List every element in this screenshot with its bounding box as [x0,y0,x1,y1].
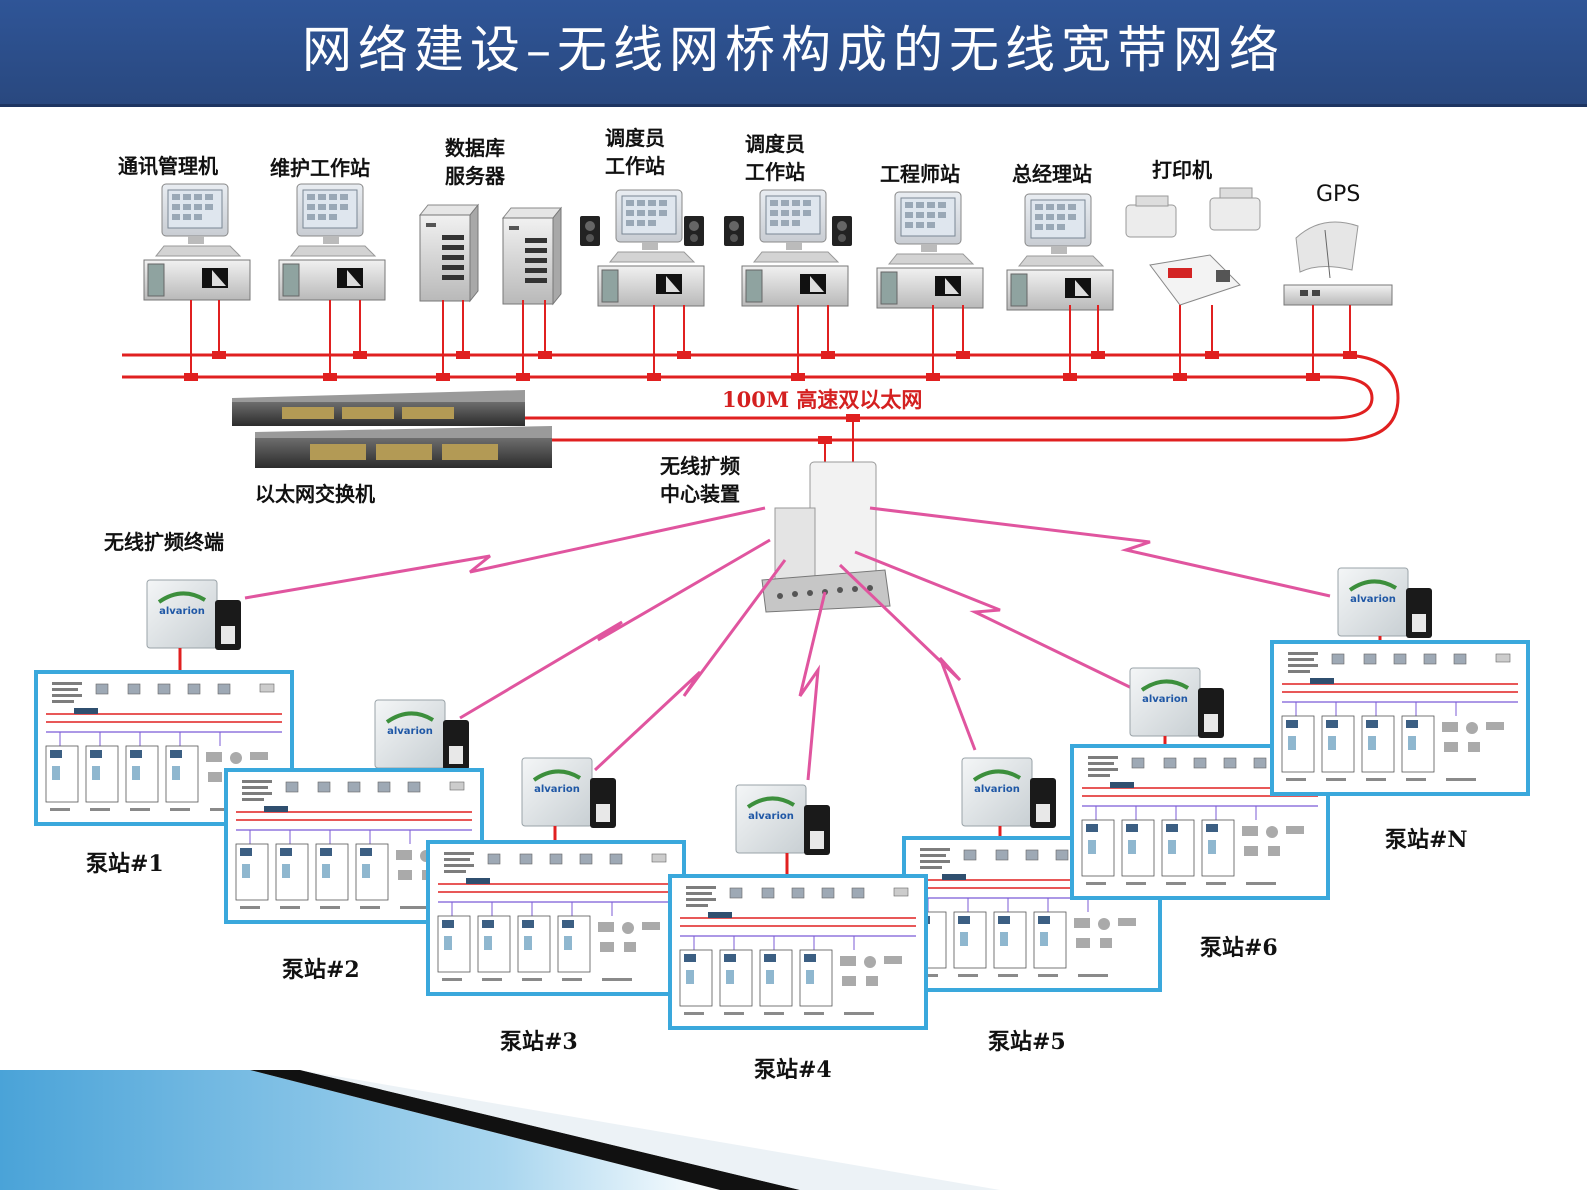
label-center-device: 无线扩频 中心装置 [660,452,740,508]
label-terminal: 无线扩频终端 [104,530,224,554]
station-label-n: 泵站#N [1385,827,1468,853]
label-dispatcher-2-line1: 调度员 [745,132,805,156]
label-dispatcher-2: 调度员 工作站 [745,130,805,186]
station-panel-n [1270,640,1530,796]
wireless-links [244,506,1331,781]
station-label-6: 泵站#6 [1200,935,1278,961]
dispatcher1-computer-icon [597,189,705,307]
station-label-2: 泵站#2 [282,957,360,983]
db-server-icon-2 [502,207,562,305]
label-gm: 总经理站 [1012,162,1092,186]
label-maint-ws: 维护工作站 [270,156,370,180]
comm-mgr-computer-icon [143,183,251,301]
gm-computer-icon [1006,193,1114,311]
label-printer: 打印机 [1152,158,1212,182]
terminal-icon-5 [960,756,1058,830]
label-switch: 以太网交换机 [255,482,375,506]
label-dispatcher-1-line1: 调度员 [605,126,665,150]
speaker-icon [724,216,744,246]
device-drops [190,300,1351,377]
station-label-5: 泵站#5 [988,1029,1066,1055]
terminal-icon-3 [520,756,618,830]
speaker-icon [684,216,704,246]
page-title: 网络建设–无线网桥构成的无线宽带网络 [302,21,1285,79]
label-center-line1: 无线扩频 [660,454,740,478]
ethernet-switch-icon [232,390,552,468]
terminal-icon-n [1336,566,1434,640]
speaker-icon [580,216,600,246]
engineer-computer-icon [876,191,984,309]
station-panel-4 [668,874,928,1030]
label-dispatcher-1-line2: 工作站 [605,154,665,178]
wireless-center-device-icon [761,461,891,613]
label-gps: GPS [1316,182,1361,207]
printer-icon [1125,187,1261,238]
title-bar: 网络建设–无线网桥构成的无线宽带网络 [0,0,1587,107]
label-engineer: 工程师站 [880,162,960,186]
gps-antenna-icon [1283,221,1393,306]
terminal-icon-1 [145,578,243,652]
label-db-server-line1: 数据库 [445,136,505,160]
label-comm-mgr: 通讯管理机 [118,154,218,178]
terminal-icon-4 [734,783,832,857]
modem-icon [1149,254,1241,306]
label-dispatcher-1: 调度员 工作站 [605,124,665,180]
bottom-decoration [0,1070,1000,1190]
label-db-server-line2: 服务器 [445,164,505,188]
dispatcher2-computer-icon [741,189,849,307]
dual-ethernet-bus [122,353,1400,442]
label-db-server: 数据库 服务器 [445,134,505,190]
terminal-icon-6 [1128,666,1226,740]
station-label-1: 泵站#1 [86,851,164,877]
station-label-4: 泵站#4 [754,1057,832,1083]
station-panel-3 [426,840,686,996]
terminal-icon-2 [373,698,471,772]
maint-ws-computer-icon [278,183,386,301]
label-dispatcher-2-line2: 工作站 [745,160,805,184]
speaker-icon [832,216,852,246]
label-center-line2: 中心装置 [660,482,740,506]
db-server-icon-1 [419,204,479,302]
label-ethernet: 100M 高速双以太网 [722,387,923,412]
station-label-3: 泵站#3 [500,1029,578,1055]
